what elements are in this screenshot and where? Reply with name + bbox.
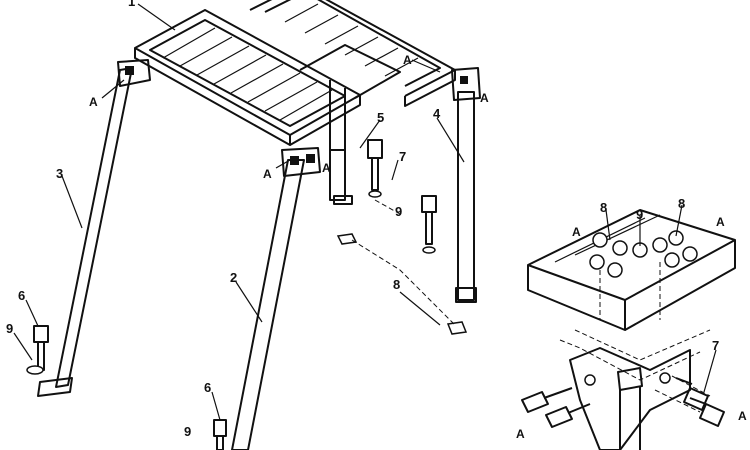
leg-left <box>37 59 151 397</box>
detail-view <box>521 209 736 450</box>
nut-8-left <box>336 233 358 245</box>
section-mark-a-5: A <box>480 91 489 105</box>
callout-8-detail-right: 8 <box>678 196 685 211</box>
section-mark-a-9: A <box>738 409 747 423</box>
leader-lines <box>13 3 717 421</box>
callout-4: 4 <box>433 106 441 121</box>
callout-5: 5 <box>377 110 384 125</box>
fastener-bolt-7 <box>367 139 383 198</box>
section-mark-a-8: A <box>516 427 525 441</box>
callout-8-detail-left: 8 <box>600 200 607 215</box>
section-mark-a-4: A <box>403 53 412 67</box>
callout-9-mid: 9 <box>395 204 402 219</box>
leg-right <box>451 67 481 303</box>
nut-8-right <box>446 321 468 335</box>
fastener-bolt-mid <box>421 195 437 254</box>
top-frame <box>134 0 456 150</box>
fastener-bolt-6-left <box>26 325 49 375</box>
callout-9-detail: 9 <box>636 207 643 222</box>
fastener-bolt-6-front <box>213 419 227 450</box>
section-mark-a-6: A <box>572 225 581 239</box>
section-mark-a-2: A <box>263 167 272 181</box>
section-mark-a-3: A <box>322 161 331 175</box>
section-mark-a-7: A <box>716 215 725 229</box>
leg-front <box>231 147 321 450</box>
callout-3: 3 <box>56 166 63 181</box>
section-mark-a-1: A <box>89 95 98 109</box>
leg-centre <box>329 149 353 205</box>
callout-6-left: 6 <box>18 288 25 303</box>
callout-6-front: 6 <box>204 380 211 395</box>
callout-2: 2 <box>230 270 237 285</box>
callout-1: 1 <box>128 0 135 9</box>
callout-8: 8 <box>393 277 400 292</box>
callout-7: 7 <box>399 149 406 164</box>
callout-9-left: 9 <box>6 321 13 336</box>
callout-9-front: 9 <box>184 424 191 439</box>
callout-7-detail: 7 <box>712 338 719 353</box>
